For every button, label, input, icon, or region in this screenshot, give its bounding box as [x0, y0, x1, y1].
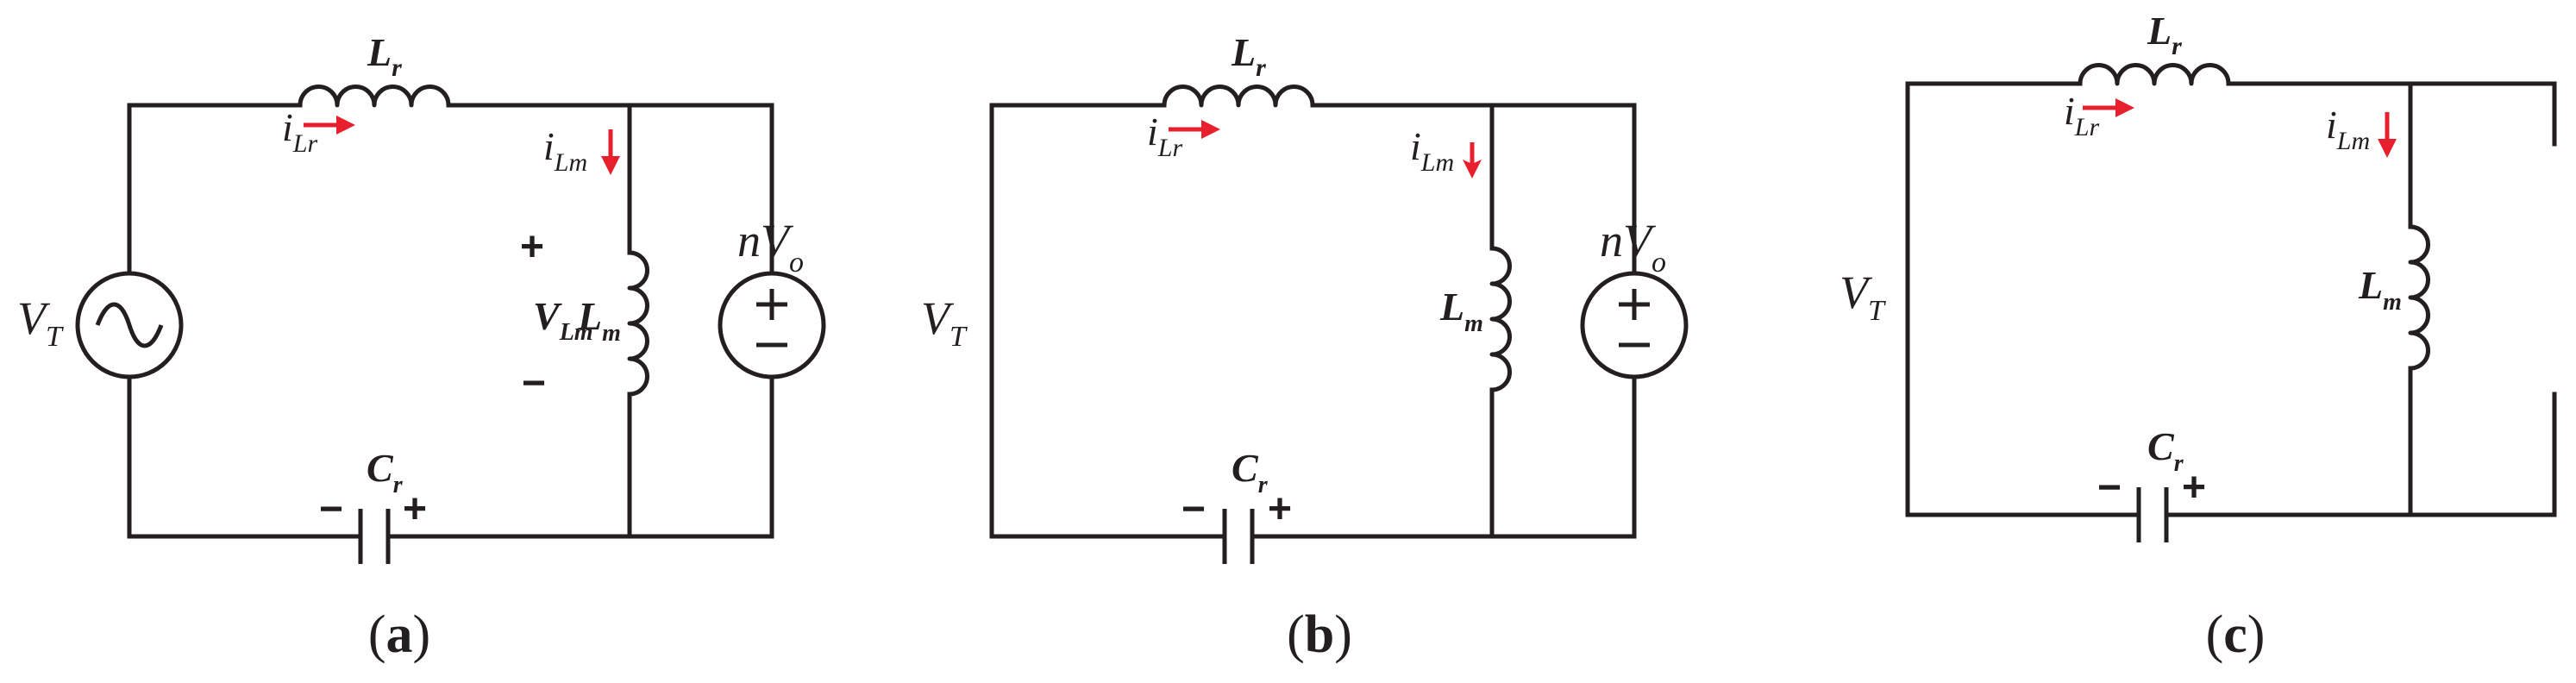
label-nvo: nVo — [737, 215, 804, 279]
arrow-ilr-icon — [336, 116, 355, 135]
caption-b: (b) — [1287, 605, 1352, 664]
label-vt: VT — [1840, 266, 1886, 327]
panel-c: VT Lr iLr iLm Lm Cr − + (c) — [1840, 9, 2557, 664]
label-lr: Lr — [367, 30, 402, 82]
caption-a: (a) — [368, 605, 430, 664]
label-vlm-plus: + — [520, 224, 544, 270]
label-cr: Cr — [367, 446, 404, 498]
label-lr: Lr — [2147, 9, 2182, 60]
inductor-lm — [2408, 224, 2430, 371]
label-cr: Cr — [2147, 424, 2184, 477]
label-cr: Cr — [1232, 446, 1269, 498]
label-cr-plus: + — [1268, 486, 1292, 532]
arrow-ilr-icon — [1201, 120, 1220, 139]
label-ilr: iLr — [282, 105, 317, 158]
dc-plus-icon — [756, 289, 787, 320]
label-vt: VT — [17, 292, 64, 353]
inductor-lr — [1162, 85, 1315, 108]
ac-sine-icon — [95, 302, 164, 348]
label-vlm: VLm — [533, 294, 593, 346]
ac-source — [75, 271, 184, 379]
dc-source — [1580, 271, 1689, 379]
wire-right-stub-top — [2408, 81, 2557, 147]
inductor-lm — [627, 250, 649, 397]
inductor-lr — [2078, 63, 2231, 86]
inductor-lm — [1489, 246, 1512, 392]
label-cr-plus: + — [2182, 465, 2206, 511]
label-vt: VT — [921, 292, 968, 353]
label-cr-plus: + — [403, 486, 427, 532]
label-vlm-minus: − — [522, 360, 546, 406]
label-ilm: iLm — [1410, 124, 1454, 177]
label-lr: Lr — [1231, 30, 1266, 82]
label-nvo: nVo — [1600, 215, 1666, 279]
dc-plus-icon — [1619, 289, 1650, 320]
arrow-ilr-icon — [2115, 98, 2134, 117]
inductor-lr — [298, 85, 451, 108]
label-cr-minus: − — [319, 486, 343, 532]
panel-b: VT Lr iLr iLm Lm nVo Cr − + (b) — [921, 30, 1689, 664]
label-ilr: iLr — [2064, 89, 2099, 141]
wire-right-stub-bottom — [2408, 392, 2557, 517]
label-lm: Lm — [1439, 285, 1483, 337]
label-lm: Lm — [577, 294, 621, 347]
caption-c: (c) — [2206, 605, 2266, 664]
arrow-ilm-icon — [601, 156, 620, 175]
label-cr-minus: − — [2097, 465, 2122, 511]
label-ilr: iLr — [1147, 110, 1182, 162]
label-ilm: iLm — [2326, 103, 2370, 155]
dc-source — [718, 271, 826, 379]
label-lm: Lm — [2358, 263, 2402, 316]
arrow-ilm-icon — [2378, 139, 2397, 158]
label-ilm: iLm — [543, 124, 587, 177]
label-cr-minus: − — [1181, 486, 1206, 532]
arrow-ilm-icon — [1463, 160, 1482, 179]
panel-a: VT Lr iLr iLm VLm Lm + − nVo Cr − + (a) — [17, 30, 826, 664]
